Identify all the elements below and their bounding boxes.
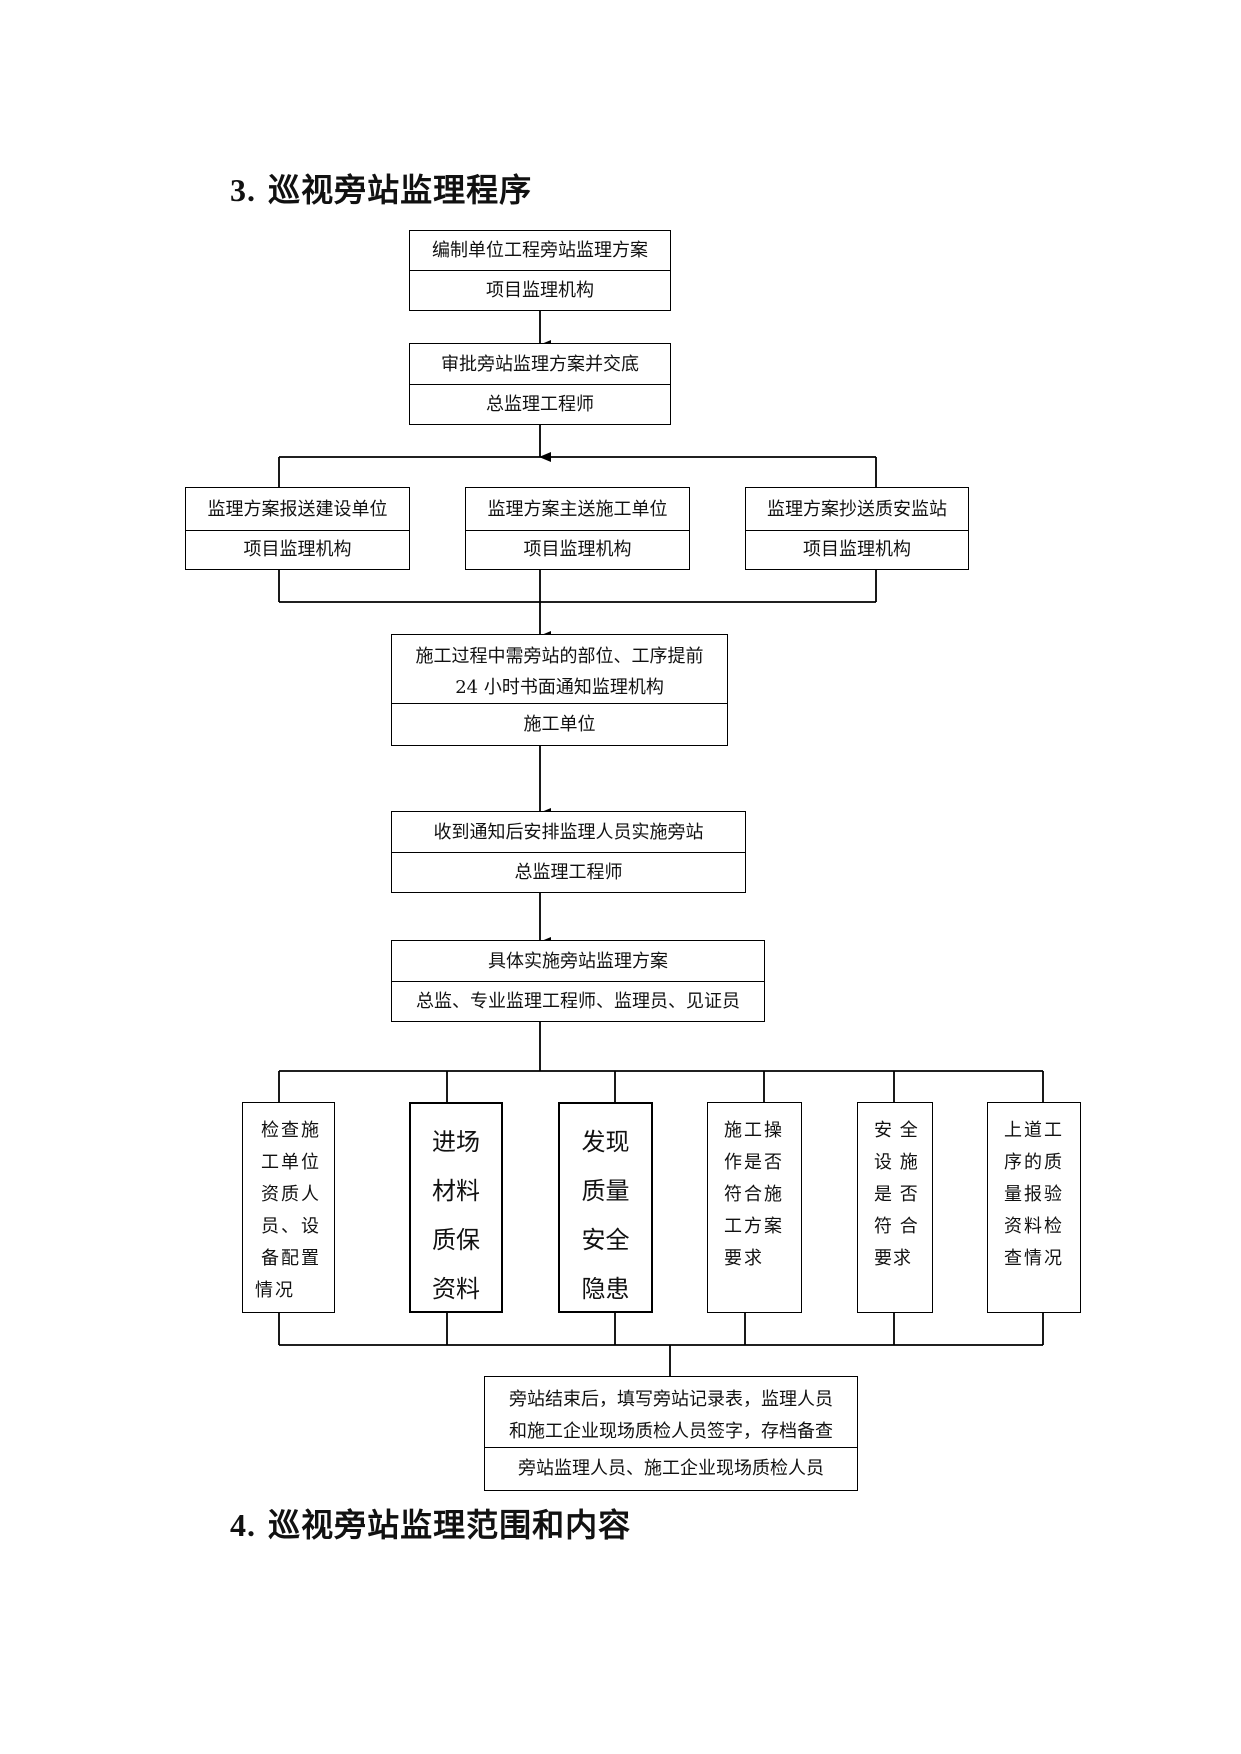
check-box-6: 上道工 序的质 量报验 资料检 查情况	[987, 1102, 1081, 1313]
step5-role: 总监、专业监理工程师、监理员、见证员	[392, 981, 764, 1020]
check-box-2: 进场 材料 质保 资料	[409, 1102, 503, 1313]
step1-box: 编制单位工程旁站监理方案 项目监理机构	[409, 230, 671, 311]
step2-text: 审批旁站监理方案并交底	[441, 353, 639, 375]
step4-role: 总监理工程师	[392, 852, 745, 891]
final-box: 旁站结束后，填写旁站记录表，监理人员 和施工企业现场质检人员签字，存档备查 旁站…	[484, 1376, 858, 1491]
check-box-5: 安 全 设 施 是 否 符 合 要求	[857, 1102, 933, 1313]
step3-box: 施工过程中需旁站的部位、工序提前 24 小时书面通知监理机构 施工单位	[391, 634, 728, 746]
step2-box: 审批旁站监理方案并交底 总监理工程师	[409, 343, 671, 425]
branch-2-text: 监理方案主送施工单位	[487, 498, 668, 520]
branch-3-role: 项目监理机构	[746, 530, 968, 568]
step3-line1: 施工过程中需旁站的部位、工序提前	[415, 645, 704, 667]
branch-box-1: 监理方案报送建设单位 项目监理机构	[185, 487, 410, 570]
branch-3-text: 监理方案抄送质安监站	[767, 498, 947, 520]
step4-box: 收到通知后安排监理人员实施旁站 总监理工程师	[391, 811, 746, 893]
step3-role: 施工单位	[392, 703, 727, 744]
step4-text: 收到通知后安排监理人员实施旁站	[433, 821, 704, 843]
step2-role: 总监理工程师	[410, 384, 670, 423]
step1-text: 编制单位工程旁站监理方案	[432, 240, 648, 261]
branch-2-role: 项目监理机构	[466, 530, 689, 568]
step5-text: 具体实施旁站监理方案	[488, 950, 668, 972]
check-box-3: 发现 质量 安全 隐患	[558, 1102, 653, 1313]
final-role: 旁站监理人员、施工企业现场质检人员	[485, 1447, 857, 1489]
step5-box: 具体实施旁站监理方案 总监、专业监理工程师、监理员、见证员	[391, 940, 765, 1022]
step3-line2: 24 小时书面通知监理机构	[455, 676, 664, 698]
branch-1-role: 项目监理机构	[186, 530, 409, 568]
final-line1: 旁站结束后，填写旁站记录表，监理人员	[509, 1389, 833, 1410]
final-line2: 和施工企业现场质检人员签字，存档备查	[509, 1421, 833, 1442]
section-4-heading: 4. 巡视旁站监理范围和内容	[230, 1506, 632, 1544]
check-box-4: 施工操 作是否 符合施 工方案 要求	[707, 1102, 802, 1313]
branch-box-2: 监理方案主送施工单位 项目监理机构	[465, 487, 690, 570]
check-box-1: 检查施 工单位 资质人 员、设 备配置 情况	[242, 1102, 335, 1313]
branch-1-text: 监理方案报送建设单位	[207, 498, 388, 520]
step1-role: 项目监理机构	[410, 270, 670, 309]
branch-box-3: 监理方案抄送质安监站 项目监理机构	[745, 487, 969, 570]
section-3-heading: 3. 巡视旁站监理程序	[230, 171, 533, 209]
